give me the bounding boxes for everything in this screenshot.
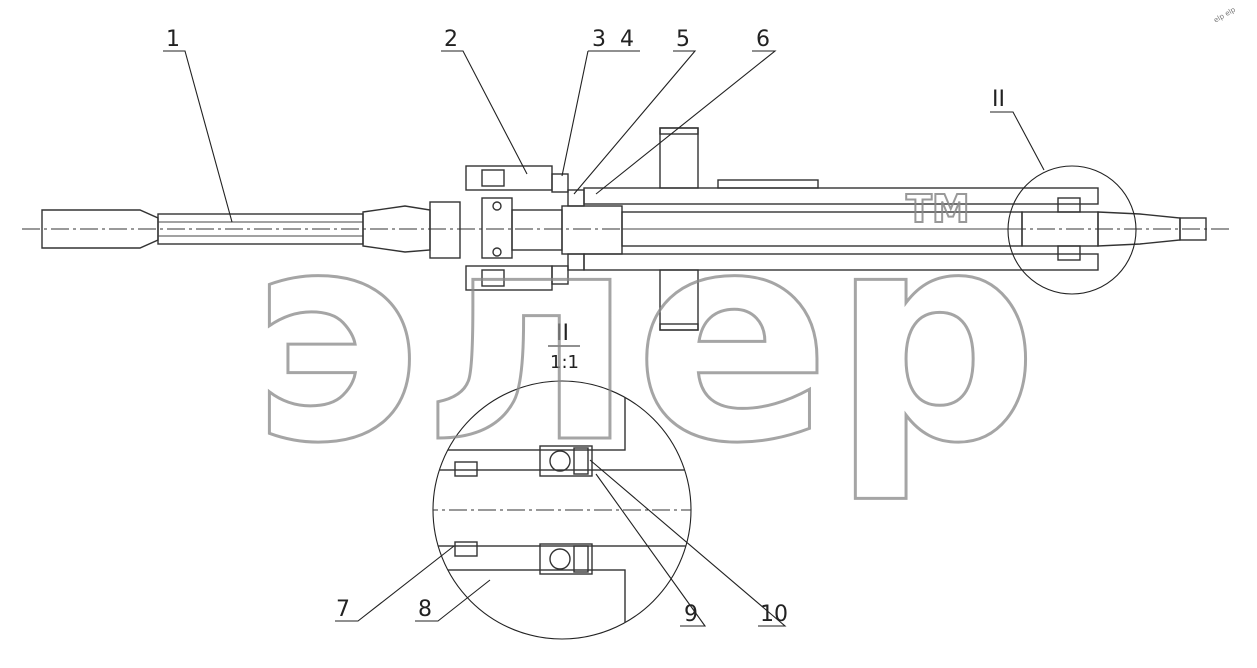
coupling-part-2 [429, 165, 563, 291]
detail-ii-circle [1007, 165, 1137, 295]
detail-view-ii [432, 380, 692, 640]
detail-view-title: II [556, 321, 569, 346]
callouts: 1 2 3 4 5 6 7 8 9 10 II II 1:1 [166, 27, 1005, 627]
detail-scale: 1:1 [550, 352, 579, 373]
callout-4: 4 [620, 27, 634, 52]
callout-1: 1 [166, 27, 180, 52]
output-shaft [1021, 197, 1207, 261]
callout-7: 7 [336, 597, 350, 622]
callout-6: 6 [756, 27, 770, 52]
callout-2: 2 [444, 27, 458, 52]
callout-3: 3 [592, 27, 606, 52]
callout-10: 10 [760, 602, 788, 627]
leader-lines [163, 50, 1045, 627]
callout-8: 8 [418, 597, 432, 622]
main-assembly [22, 127, 1230, 331]
watermark: элер TM elp elp [249, 5, 1238, 508]
detail-marker: II [992, 87, 1005, 112]
corner-mark: elp elp [1212, 5, 1237, 24]
callout-5: 5 [676, 27, 690, 52]
callout-9: 9 [684, 602, 698, 627]
watermark-trademark: TM [906, 187, 970, 231]
watermark-logo: элер [250, 170, 1039, 507]
